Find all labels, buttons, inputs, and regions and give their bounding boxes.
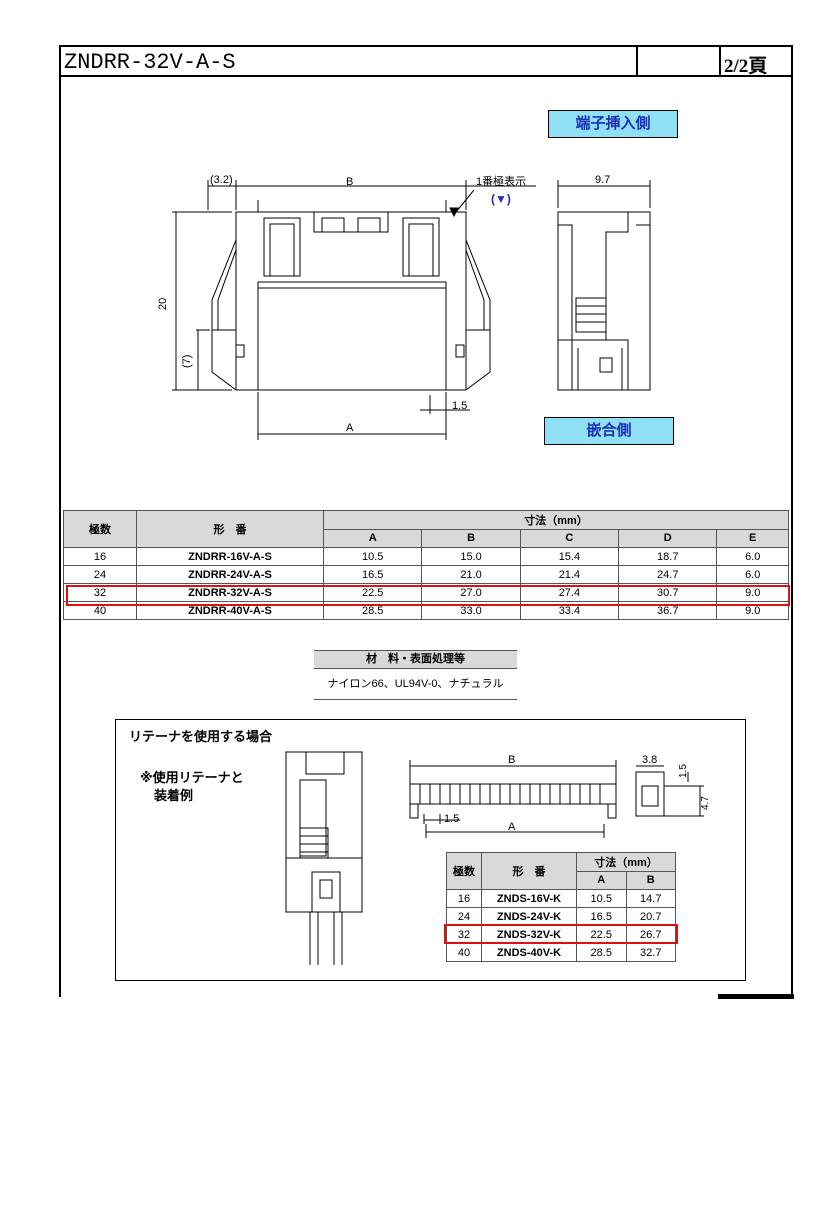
cell-d: 24.7 bbox=[618, 565, 718, 584]
pin1-mark-label: 1番極表示 bbox=[476, 174, 526, 188]
cell-poles: 24 bbox=[446, 907, 482, 926]
cell-model: ZNDS-16V-K bbox=[481, 889, 577, 908]
table-row: 16 ZNDRR-16V-A-S 10.5 15.0 15.4 18.7 6.0 bbox=[63, 547, 789, 566]
cell-poles: 24 bbox=[63, 565, 137, 584]
dim-a-label: A bbox=[346, 422, 354, 434]
cell-d: 30.7 bbox=[618, 583, 718, 602]
cell-e: 6.0 bbox=[716, 565, 789, 584]
assembly-outline bbox=[285, 751, 363, 913]
table-row: 32 ZNDS-32V-K 22.5 26.7 bbox=[446, 925, 676, 944]
cell-model: ZNDS-24V-K bbox=[481, 907, 577, 926]
cell-c: 15.4 bbox=[519, 547, 620, 566]
ret-col-header-b: B bbox=[625, 870, 676, 890]
cell-b: 14.7 bbox=[625, 889, 676, 908]
ret-dim-a-label: A bbox=[508, 821, 516, 833]
frame-left-border bbox=[59, 77, 61, 997]
retainer-drawing: B 3.8 1.5 4.7 1.5 A bbox=[285, 751, 711, 965]
dim-9-7-label: 9.7 bbox=[595, 174, 610, 186]
title-divider bbox=[719, 45, 721, 77]
cell-a: 16.5 bbox=[322, 565, 423, 584]
ret-col-header-dims: 寸法（mm） bbox=[576, 852, 676, 872]
cell-a: 10.5 bbox=[576, 889, 627, 908]
ret-col-header-a: A bbox=[576, 870, 627, 890]
ret-dim-1-5-vertical: 1.5 bbox=[678, 764, 689, 778]
connector-drawing: (3.2) B 1番極表示 (▼) 9.7 20 (7) 1.5 A bbox=[157, 174, 651, 440]
col-header-c: C bbox=[519, 528, 620, 548]
cell-poles: 16 bbox=[446, 889, 482, 908]
table-row: 24 ZNDS-24V-K 16.5 20.7 bbox=[446, 907, 676, 926]
material-header: 材 料・表面処理等 bbox=[314, 650, 517, 669]
cell-a: 16.5 bbox=[576, 907, 627, 926]
title-divider bbox=[636, 45, 638, 77]
retainer-note-line1: ※使用リテーナと bbox=[140, 770, 244, 785]
front-window-left bbox=[263, 217, 301, 277]
col-header-model: 形 番 bbox=[136, 510, 324, 548]
front-top-notch bbox=[313, 212, 389, 233]
cell-b: 20.7 bbox=[625, 907, 676, 926]
cell-model: ZNDRR-24V-A-S bbox=[136, 565, 324, 584]
ret-col-header-poles: 極数 bbox=[446, 852, 482, 890]
cell-c: 21.4 bbox=[519, 565, 620, 584]
dim-3-2-label: (3.2) bbox=[210, 174, 233, 186]
table-row: 24 ZNDRR-24V-A-S 16.5 21.0 21.4 24.7 6.0 bbox=[63, 565, 789, 584]
frame-bottom-mark bbox=[718, 994, 794, 999]
ret-dim-4-7-label: 4.7 bbox=[700, 796, 711, 810]
col-header-e: E bbox=[716, 528, 789, 548]
cell-model: ZNDRR-16V-A-S bbox=[136, 547, 324, 566]
page-number: 2/2頁 bbox=[724, 56, 768, 77]
cell-poles: 16 bbox=[63, 547, 137, 566]
retainer-body bbox=[409, 783, 617, 805]
dim-b-label: B bbox=[346, 176, 353, 188]
insertion-side-label: 端子挿入側 bbox=[548, 110, 678, 138]
table-row: 16 ZNDS-16V-K 10.5 14.7 bbox=[446, 889, 676, 908]
ret-dim-3-8-label: 3.8 bbox=[642, 754, 657, 766]
retainer-title: リテーナを使用する場合 bbox=[129, 729, 273, 744]
pin1-symbol: (▼) bbox=[491, 192, 511, 206]
front-window-right bbox=[402, 217, 440, 277]
mating-side-label: 嵌合側 bbox=[544, 417, 674, 445]
col-header-dims: 寸法（mm） bbox=[323, 510, 789, 530]
title-block bbox=[59, 45, 793, 77]
col-header-b: B bbox=[421, 528, 521, 548]
material-value: ナイロン66、UL94V-0、ナチュラル bbox=[314, 669, 517, 700]
cell-b: 21.0 bbox=[421, 565, 521, 584]
retainer-section bbox=[115, 719, 746, 981]
cell-b: 15.0 bbox=[421, 547, 521, 566]
cell-b: 26.7 bbox=[625, 925, 676, 944]
cell-poles: 40 bbox=[446, 943, 482, 962]
frame-right-border bbox=[791, 77, 793, 997]
table-row: 40 ZNDS-40V-K 28.5 32.7 bbox=[446, 943, 676, 962]
cell-a: 10.5 bbox=[322, 547, 423, 566]
highlight-retainer-row-32 bbox=[444, 924, 678, 944]
retainer-end-view bbox=[635, 771, 665, 817]
ret-dim-b-label: B bbox=[508, 754, 515, 766]
col-header-d: D bbox=[618, 528, 718, 548]
ret-dim-1-5-label: 1.5 bbox=[444, 813, 459, 825]
col-header-a: A bbox=[322, 528, 423, 548]
highlight-row-32 bbox=[66, 585, 790, 606]
cell-model: ZNDS-40V-K bbox=[481, 943, 577, 962]
cell-e: 6.0 bbox=[716, 547, 789, 566]
retainer-note: ※使用リテーナと 装着例 bbox=[140, 769, 244, 805]
dim-7-label: (7) bbox=[181, 355, 193, 368]
col-header-poles: 極数 bbox=[63, 510, 137, 548]
cell-b: 32.7 bbox=[625, 943, 676, 962]
cell-a: 28.5 bbox=[576, 943, 627, 962]
latch-right bbox=[465, 239, 491, 331]
dim-20-label: 20 bbox=[157, 298, 169, 310]
retainer-table: 極数 形 番 寸法（mm） A B 16 ZNDS-16V-K 10.5 14.… bbox=[446, 852, 676, 962]
ret-col-header-model: 形 番 bbox=[481, 852, 577, 890]
retainer-note-line2: 装着例 bbox=[154, 788, 194, 803]
part-number-title: ZNDRR-32V-A-S bbox=[64, 50, 236, 75]
latch-left bbox=[211, 239, 237, 331]
dim-1-5-label: 1.5 bbox=[452, 400, 467, 412]
material-block: 材 料・表面処理等 ナイロン66、UL94V-0、ナチュラル bbox=[314, 650, 517, 700]
cell-model: ZNDS-32V-K bbox=[481, 925, 577, 944]
front-mating-face bbox=[257, 281, 447, 391]
cell-a: 22.5 bbox=[576, 925, 627, 944]
cell-d: 18.7 bbox=[618, 547, 718, 566]
